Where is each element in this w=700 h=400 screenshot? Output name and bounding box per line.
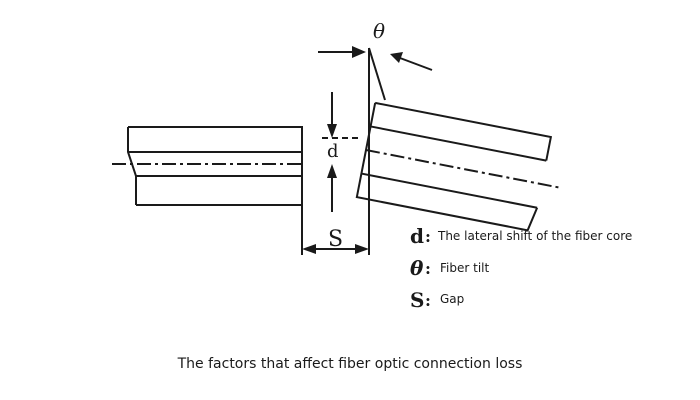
tilt-angle-label: θ	[373, 19, 385, 43]
legend-symbol: θ	[410, 256, 424, 280]
right-fiber-axis	[365, 149, 562, 189]
right-fiber-outline	[355, 101, 553, 232]
legend-symbol: S	[410, 288, 424, 312]
legend-item-gap: S : Gap	[410, 288, 464, 312]
left-fiber-outline	[127, 126, 303, 206]
legend-text: The lateral shift of the fiber core	[437, 229, 632, 243]
left-fiber	[112, 126, 303, 206]
tilt-angle-arrows	[318, 46, 433, 71]
lateral-shift-dimension	[322, 92, 360, 212]
tilt-reference-line	[368, 47, 386, 101]
legend-item-lateral-shift: d : The lateral shift of the fiber core	[410, 224, 632, 248]
gap-label: S	[328, 227, 343, 252]
legend-separator: :	[425, 227, 431, 246]
lateral-shift-label: d	[327, 141, 339, 162]
legend-text: Fiber tilt	[440, 261, 489, 275]
right-fiber-core-bottom	[361, 172, 538, 209]
legend: d : The lateral shift of the fiber core …	[410, 224, 632, 312]
legend-text: Gap	[440, 292, 464, 306]
gap-dimension-arrow	[302, 244, 369, 254]
right-fiber	[355, 101, 562, 232]
legend-item-tilt: θ : Fiber tilt	[410, 256, 489, 280]
legend-symbol: d	[410, 224, 424, 248]
right-fiber-core-top	[370, 125, 547, 162]
figure-caption: The factors that affect fiber optic conn…	[177, 356, 523, 372]
legend-separator: :	[425, 259, 431, 278]
legend-separator: :	[425, 291, 431, 310]
